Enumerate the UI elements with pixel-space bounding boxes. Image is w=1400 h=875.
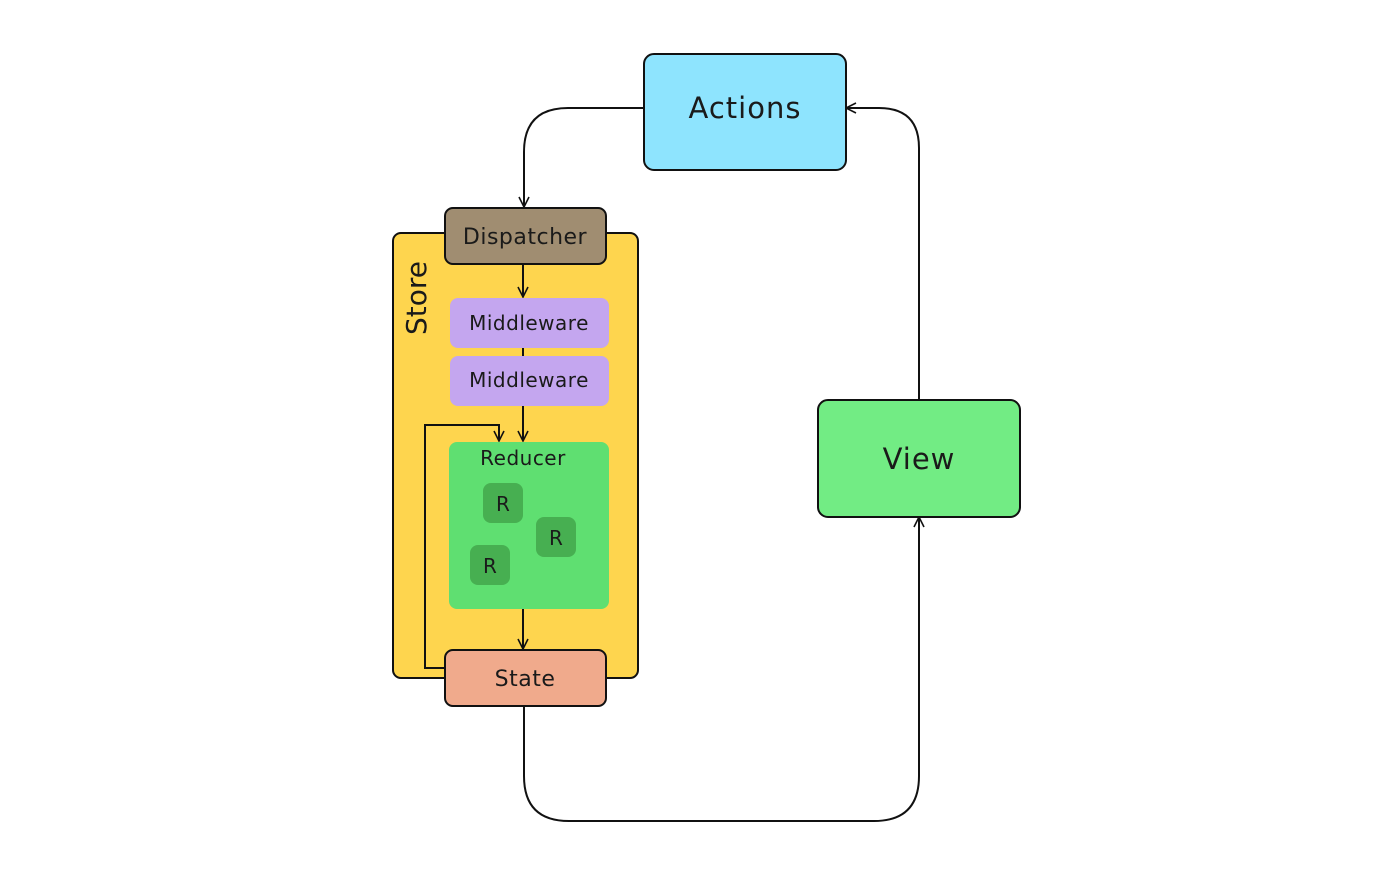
actions-node: Actions — [643, 53, 847, 171]
middleware-label-2: Middleware — [469, 368, 589, 392]
reducer-item-1-label: R — [496, 492, 510, 516]
store-label: Store — [400, 261, 433, 335]
edge-state-to-reducer-loop — [424, 424, 499, 669]
reducer-item-3-label: R — [483, 554, 497, 578]
state-label: State — [495, 667, 556, 692]
actions-label: Actions — [689, 91, 802, 125]
reducer-item-1 — [483, 483, 523, 523]
view-node: View — [817, 399, 1021, 518]
reducer-node: Reducer R R R — [449, 442, 609, 609]
edge-view-to-actions — [846, 108, 920, 400]
middleware-label-1: Middleware — [469, 311, 589, 335]
middleware-node-1: Middleware — [450, 298, 609, 348]
reducer-item-3 — [470, 545, 510, 585]
state-node: State — [444, 649, 607, 707]
reducer-label: Reducer — [480, 446, 566, 470]
dispatcher-label: Dispatcher — [463, 225, 588, 250]
edge-actions-to-dispatcher — [524, 107, 644, 207]
view-label: View — [883, 442, 956, 476]
reducer-item-2 — [536, 517, 576, 557]
reducer-item-2-label: R — [549, 526, 563, 550]
edge-state-to-view — [523, 517, 919, 822]
middleware-node-2: Middleware — [450, 356, 609, 406]
dispatcher-node: Dispatcher — [444, 207, 607, 265]
